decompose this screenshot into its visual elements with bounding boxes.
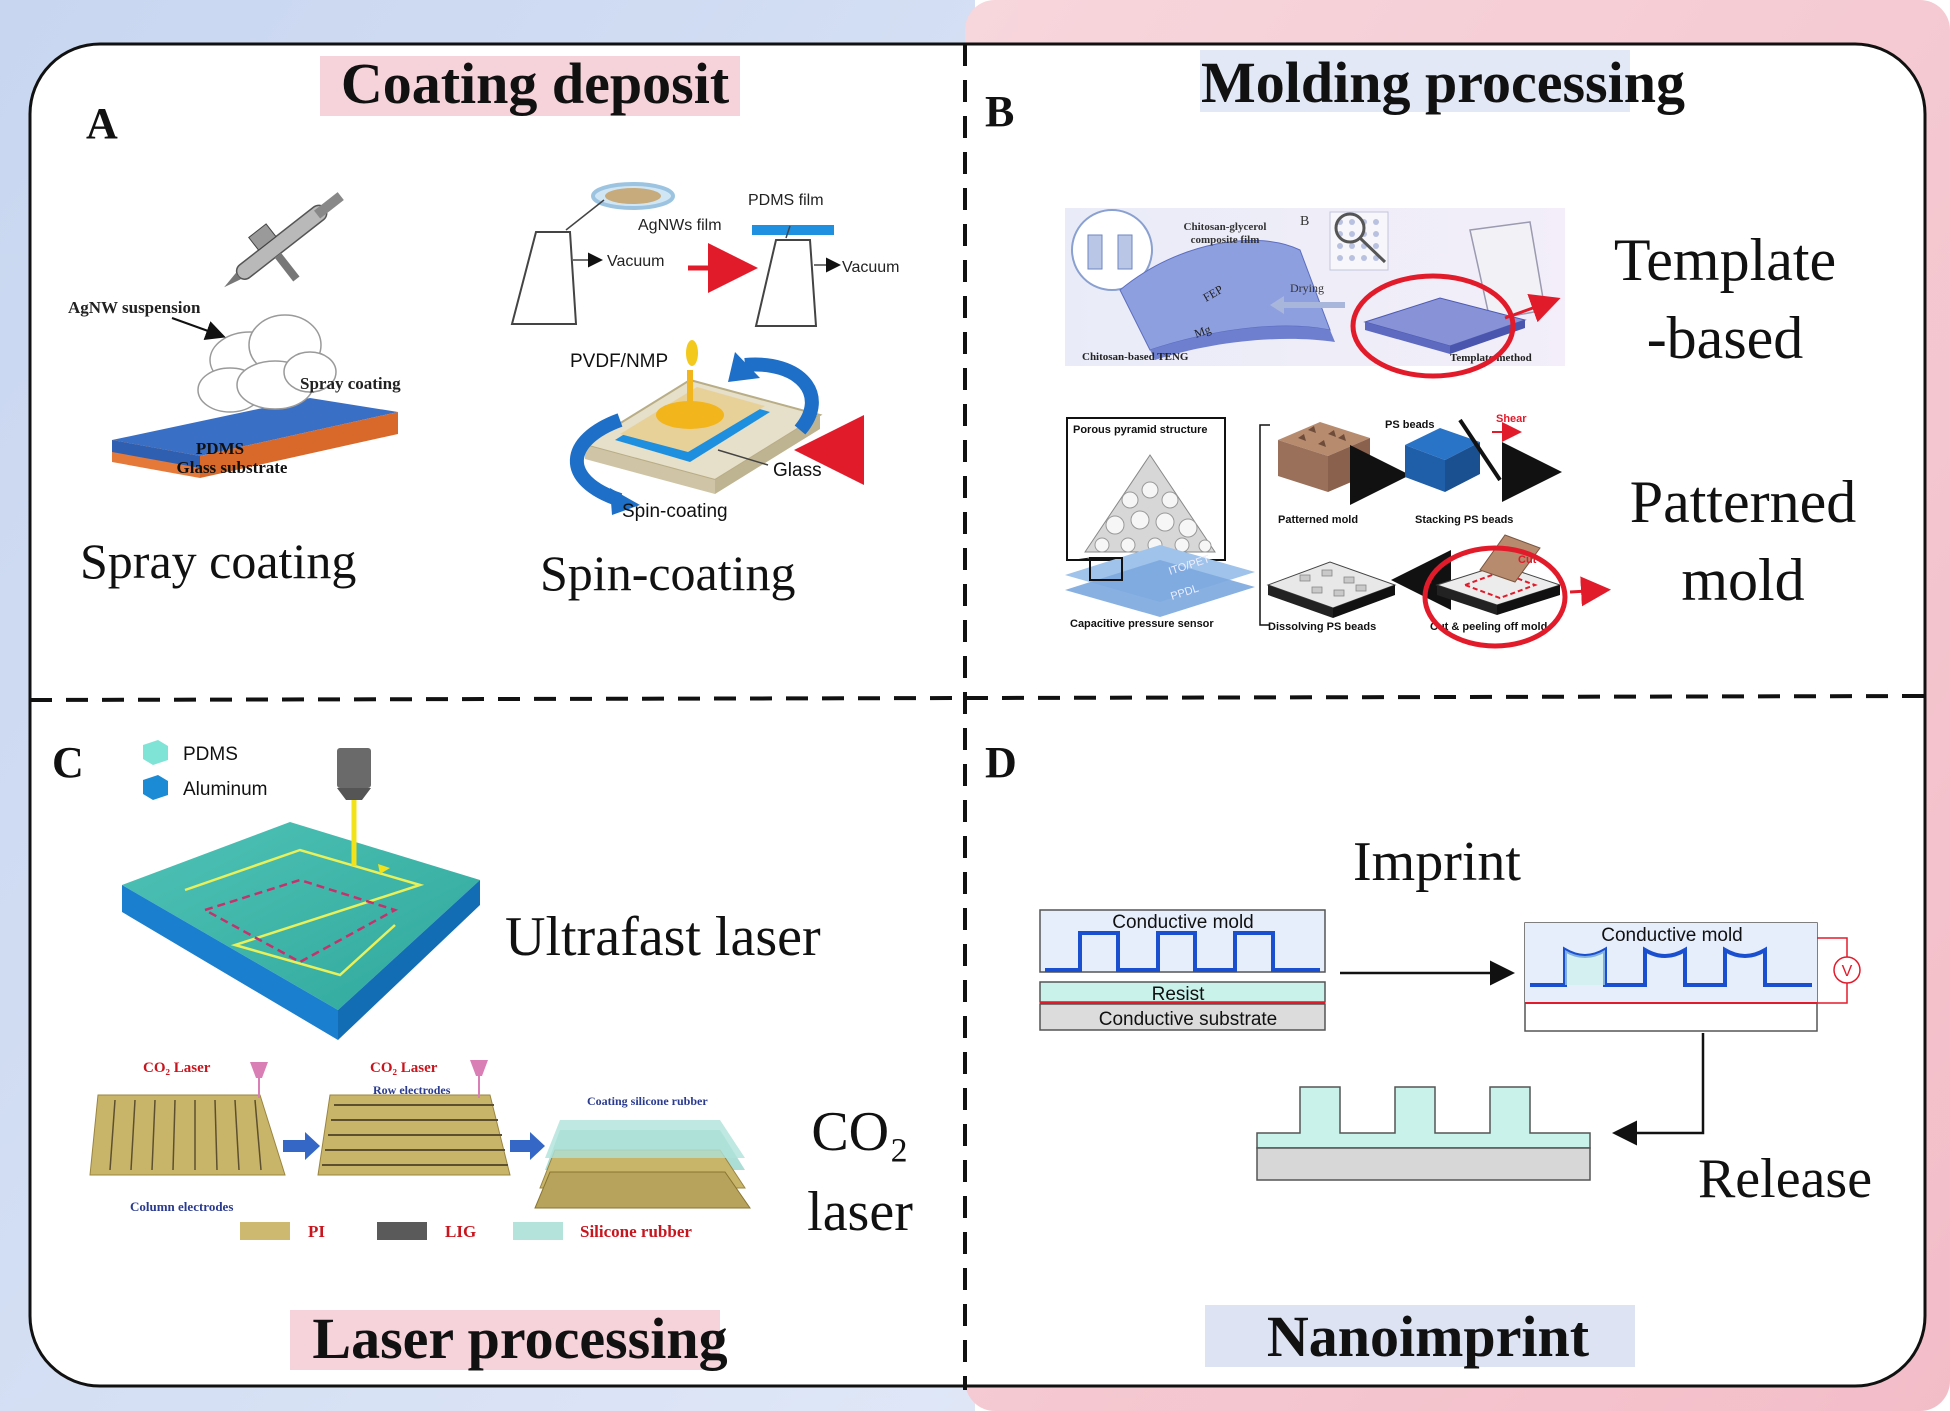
co2-legend-pi: PI (308, 1222, 325, 1241)
pi-swatch (240, 1222, 290, 1240)
panel-b: Molding processing B Chitosan-glycerol c… (985, 50, 1857, 649)
silicone-swatch (513, 1222, 563, 1240)
patterned-label-porous: Porous pyramid structure (1073, 424, 1207, 436)
co2-legend-lig: LIG (445, 1222, 476, 1241)
imprint-after (1256, 1086, 1591, 1181)
release-label: Release (1698, 1148, 1872, 1210)
panel-a-title: Coating deposit (341, 51, 730, 116)
panel-c-letter: C (52, 738, 84, 787)
co2-label-row: Row electrodes (373, 1083, 451, 1097)
imprint-during: Conductive mold V (1524, 922, 1861, 1032)
co2-caption-line2: laser (807, 1181, 913, 1243)
patterned-label-stacking: Stacking PS beads (1415, 514, 1513, 526)
spin-coating-illustration: AgNWs film Vacuum PDMS film Vacuum (510, 182, 900, 522)
lig-swatch (377, 1222, 427, 1240)
voltage-source-icon (1833, 956, 1861, 984)
panel-c-title-highlight (290, 1310, 720, 1370)
co2-label-laser-1: CO₂ Laser (143, 1060, 211, 1076)
patterned-mold-illustration: Porous pyramid structure ITO/PET PPDL Ca… (1065, 413, 1611, 649)
aluminum-swatch (143, 775, 168, 800)
spray-label-pdms: PDMS (196, 439, 244, 458)
patterned-label-mold: Patterned mold (1278, 514, 1358, 526)
template-label-mg: Mg (1192, 322, 1212, 341)
patterned-caption-line2: mold (1681, 547, 1804, 613)
template-caption-line2: -based (1647, 305, 1804, 371)
spin-label-agnws: AgNWs film (638, 217, 722, 234)
panel-b-title-highlight (1200, 50, 1630, 112)
imprint-label-mold-2: Conductive mold (1601, 925, 1743, 946)
template-caption-line1: Template (1614, 227, 1836, 293)
imprint-label-resist: Resist (1152, 984, 1206, 1005)
panel-a-letter: A (86, 99, 118, 148)
spin-label-pdms-film: PDMS film (748, 192, 824, 209)
spray-label-suspension: AgNW suspension (68, 298, 201, 317)
spin-caption: Spin-coating (540, 545, 796, 601)
ultrafast-laser-illustration (122, 748, 480, 1040)
co2-label-column: Column electrodes (130, 1199, 233, 1214)
pdms-swatch (143, 740, 168, 765)
panel-dividers (29, 44, 1926, 1390)
template-label-film-2: composite film (1191, 234, 1260, 246)
imprint-label-mold-1: Conductive mold (1112, 912, 1254, 933)
panel-c-title: Laser processing (312, 1306, 727, 1371)
panel-d-letter: D (985, 738, 1017, 787)
co2-laser-illustration: CO₂ Laser Column electrodes CO₂ Laser Ro… (89, 1060, 751, 1241)
patterned-label-ps-beads: PS beads (1385, 419, 1435, 431)
patterned-label-dissolving: Dissolving PS beads (1268, 621, 1376, 633)
spray-label-glass: Glass substrate (177, 458, 288, 477)
patterned-label-cut-peel: Cut & peeling off mold (1430, 621, 1547, 633)
imprint-before: Conductive mold Resist Conductive substr… (1039, 909, 1326, 1031)
imprint-label-voltage: V (1842, 963, 1853, 980)
panel-d-title: Nanoimprint (1267, 1304, 1590, 1369)
template-illustration: Chitosan-glycerol composite film FEP Mg … (1065, 208, 1565, 379)
patterned-highlight-ring (1422, 545, 1568, 649)
ultrafast-legend-aluminum: Aluminum (183, 779, 267, 800)
co2-caption-line1: CO₂ (811, 1101, 908, 1163)
template-highlight-ring (1350, 273, 1516, 379)
spray-coating-illustration: AgNW suspension Spray coating PDMS Glass… (68, 192, 401, 478)
spray-label-spray: Spray coating (300, 374, 401, 393)
template-label-drying: Drying (1290, 281, 1324, 295)
spin-label-spin: Spin-coating (622, 501, 728, 522)
template-sub-letter: B (1300, 214, 1309, 229)
co2-legend-silicone: Silicone rubber (580, 1222, 692, 1241)
imprint-label-substrate: Conductive substrate (1099, 1009, 1278, 1030)
panel-b-title: Molding processing (1201, 50, 1685, 115)
patterned-caption-line1: Patterned (1630, 469, 1857, 535)
patterned-label-sensor: Capacitive pressure sensor (1070, 618, 1214, 630)
panel-a: Coating deposit A (68, 51, 900, 601)
spin-label-vacuum-1: Vacuum (607, 253, 665, 270)
patterned-label-shear: Shear (1496, 413, 1527, 425)
panel-c: C PDMS Aluminum Ultrafast laser (52, 738, 913, 1371)
template-label-film-1: Chitosan-glycerol (1184, 221, 1267, 233)
co2-label-coating: Coating silicone rubber (587, 1094, 708, 1108)
spray-caption: Spray coating (80, 533, 356, 589)
imprint-label: Imprint (1353, 831, 1521, 893)
spin-label-vacuum-2: Vacuum (842, 259, 900, 276)
ultrafast-legend-pdms: PDMS (183, 744, 238, 765)
spin-label-pvdf: PVDF/NMP (570, 351, 668, 372)
spin-label-glass: Glass (773, 460, 822, 481)
ultrafast-caption: Ultrafast laser (505, 906, 821, 968)
panel-b-letter: B (985, 87, 1014, 136)
panel-d-title-highlight (1205, 1305, 1635, 1367)
panel-a-title-highlight (320, 56, 740, 116)
release-arrow (1612, 1033, 1705, 1146)
template-label-teng: Chitosan-based TENG (1082, 351, 1189, 363)
panel-d: D Imprint Conductive mold Resist Conduct… (985, 738, 1872, 1369)
co2-label-laser-2: CO₂ Laser (370, 1060, 438, 1076)
